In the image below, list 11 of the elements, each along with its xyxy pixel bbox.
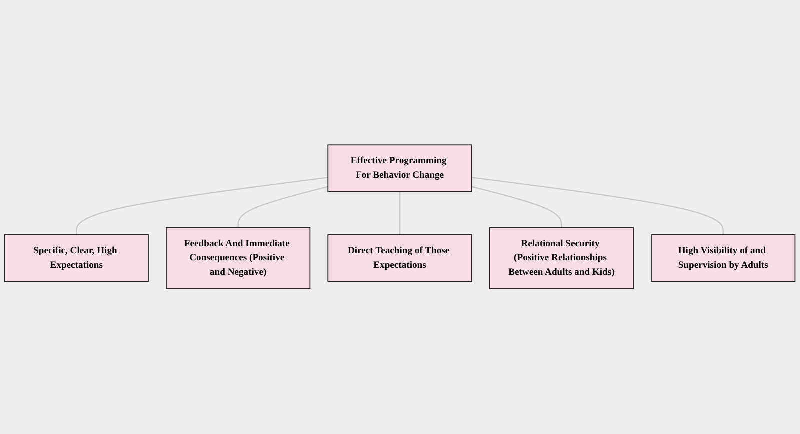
- connector: [238, 186, 328, 228]
- node-box: Relational Security (Positive Relationships Between Adults and Kids): [489, 227, 634, 290]
- connector: [472, 177, 724, 235]
- node-box: Specific, Clear, High Expectations: [4, 234, 149, 282]
- connector: [76, 177, 328, 235]
- node-box: High Visibility of and Supervision by Adults: [651, 234, 796, 282]
- node-box: Effective Programming For Behavior Change: [328, 144, 472, 192]
- node-box: Feedback And Immediate Consequences (Positive and Negative): [166, 227, 311, 290]
- connector: [399, 192, 401, 235]
- connector: [472, 186, 562, 228]
- node-box: Direct Teaching of Those Expectations: [328, 234, 472, 282]
